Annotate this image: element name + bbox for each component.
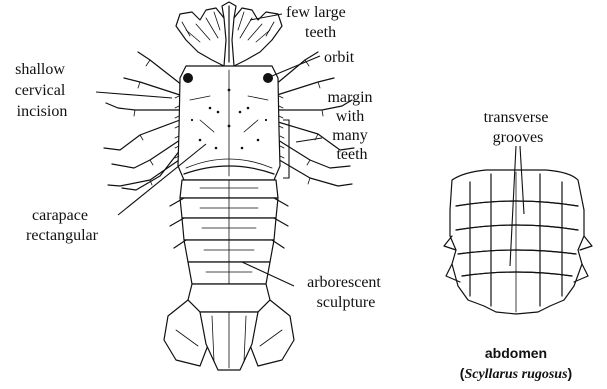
antenna-plate-left bbox=[176, 8, 226, 66]
label-few-large-teeth: few large teeth bbox=[286, 4, 350, 41]
label-shallow-cervical-incision: shallow cervical incision bbox=[15, 61, 70, 120]
antenna-plate-right bbox=[232, 8, 282, 66]
abdomen-illustration bbox=[444, 170, 592, 314]
orbit-left bbox=[183, 73, 193, 83]
margin-bracket bbox=[283, 120, 289, 178]
caption-species: Scyllarus rugosus bbox=[464, 367, 568, 382]
lobster-abdomen bbox=[170, 180, 288, 290]
pointer-cervical-incision bbox=[96, 92, 172, 98]
label-margin-with-many-teeth: margin with many teeth bbox=[327, 89, 376, 163]
pointer-margin-teeth bbox=[296, 138, 322, 142]
walking-legs-left bbox=[104, 52, 184, 190]
label-arborescent-sculpture: arborescent sculpture bbox=[307, 274, 385, 311]
orbit-right bbox=[263, 73, 273, 83]
tail-fan bbox=[164, 284, 294, 370]
caption-close-paren: ) bbox=[568, 365, 573, 381]
caption-species-line: (Scyllarus rugosus) bbox=[460, 365, 572, 382]
caption-title: abdomen bbox=[485, 345, 547, 361]
label-orbit: orbit bbox=[324, 49, 355, 66]
pointer-orbit bbox=[272, 56, 320, 76]
label-transverse-grooves: transverse grooves bbox=[484, 109, 553, 146]
label-carapace-rectangular: carapace rectangular bbox=[26, 207, 99, 244]
